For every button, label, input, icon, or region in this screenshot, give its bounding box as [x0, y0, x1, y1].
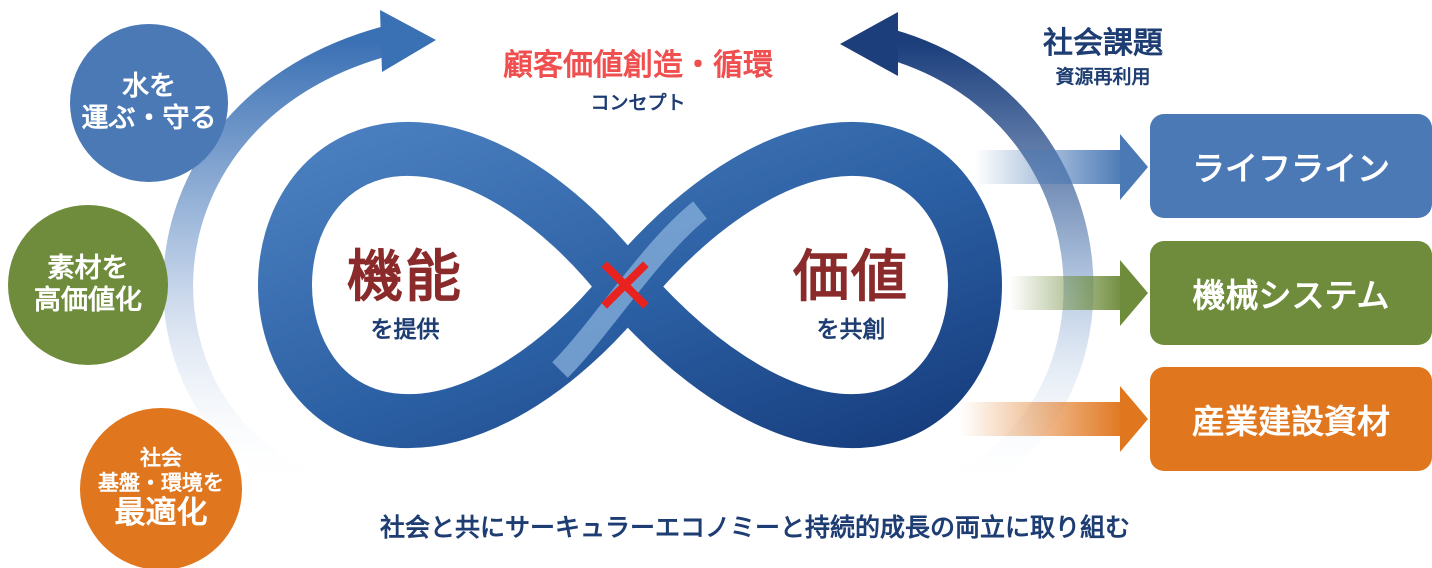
circle-infra-line2: 基盤・環境を [98, 470, 224, 495]
arrow-to-industry [960, 386, 1148, 452]
circle-material-line1: 素材を [47, 253, 129, 285]
right-cycle-arrow [840, 12, 1094, 506]
social-issue-title: 社会課題 [1043, 26, 1163, 61]
bottom-slogan: 社会と共にサーキュラーエコノミーと持続的成長の両立に取り組む [380, 513, 1131, 542]
concept-subtitle: コンセプト [590, 92, 686, 114]
value-sublabel: を共創 [816, 317, 886, 343]
circle-infra-line1: 社会 [140, 445, 182, 470]
box-lifeline: ライフライン [1150, 114, 1432, 218]
function-label: 機能 [347, 245, 463, 310]
arrow-to-machine [1010, 260, 1148, 326]
circle-material-line2: 高価値化 [34, 285, 142, 316]
circle-water: 水を 運ぶ・守る [70, 24, 228, 182]
box-machine-system: 機械システム [1150, 241, 1432, 345]
circle-water-line1: 水を [122, 71, 176, 103]
left-cycle-arrow [163, 10, 436, 507]
box-industrial-materials: 産業建設資材 [1150, 367, 1432, 471]
concept-title: 顧客価値創造・循環 [503, 48, 773, 83]
arrow-to-lifeline [975, 134, 1148, 200]
social-issue-subtitle: 資源再利用 [1055, 66, 1151, 88]
circle-material: 素材を 高価値化 [8, 205, 168, 365]
function-sublabel: を提供 [370, 317, 440, 343]
circle-water-line2: 運ぶ・守る [81, 103, 217, 134]
cross-icon [601, 261, 649, 309]
circle-infrastructure: 社会 基盤・環境を 最適化 [80, 408, 242, 568]
circle-infra-line3: 最適化 [114, 495, 208, 532]
value-label: 価値 [793, 245, 909, 310]
